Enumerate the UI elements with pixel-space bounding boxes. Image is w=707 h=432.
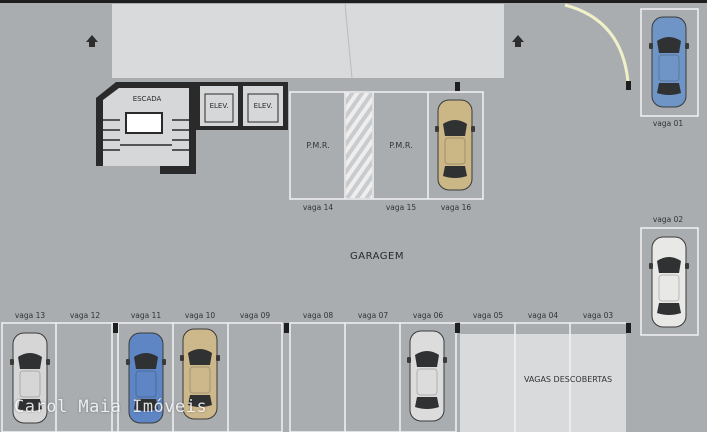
driveway-curve	[564, 3, 630, 83]
elevator-door	[247, 93, 279, 123]
car-icon	[649, 16, 689, 108]
ramp-area	[112, 4, 504, 78]
cars-layer	[10, 16, 689, 424]
posts-bottom	[113, 323, 631, 333]
slot-label: vaga 02	[652, 215, 684, 224]
hatched-aisle	[346, 93, 372, 198]
up-arrow-icon	[512, 35, 524, 47]
slot-label: vaga 11	[130, 311, 162, 320]
stairwell-void	[125, 112, 163, 134]
watermark: Carol Maia Imóveis	[14, 397, 208, 417]
slot-label: vaga 03	[582, 311, 614, 320]
slot-label: vaga 06	[412, 311, 444, 320]
stairs-steps	[103, 119, 189, 151]
slot-label: vaga 15	[385, 203, 417, 212]
uncovered-label: VAGAS DESCOBERTAS	[523, 375, 613, 384]
slot-label: vaga 13	[14, 311, 46, 320]
accessible-spot-label: P.M.R.	[306, 141, 330, 150]
slot-label: vaga 09	[239, 311, 271, 320]
slot-label: vaga 05	[472, 311, 504, 320]
stairs-label: ESCADA	[132, 95, 162, 103]
slot-label: vaga 08	[302, 311, 334, 320]
post	[626, 81, 631, 90]
uncovered-dividers	[460, 322, 626, 432]
up-arrow-icon	[86, 35, 98, 47]
car-icon	[180, 328, 220, 420]
elevator-car	[243, 86, 283, 126]
car-icon	[126, 332, 166, 424]
stalls-bottom	[1, 322, 457, 432]
slot-label: vaga 01	[652, 119, 684, 128]
car-icon	[10, 332, 50, 424]
slot-label: vaga 04	[527, 311, 559, 320]
slot-label: vaga 14	[302, 203, 334, 212]
slot-label: vaga 07	[357, 311, 389, 320]
elevator-label: ELEV.	[253, 102, 273, 110]
uncovered-area	[460, 334, 626, 432]
car-icon	[435, 99, 475, 191]
ramp-divider	[344, 3, 353, 79]
slot-label: vaga 12	[69, 311, 101, 320]
slot-label: vaga 16	[440, 203, 472, 212]
elevator-car	[200, 86, 238, 126]
elevator-label: ELEV.	[209, 102, 229, 110]
car-icon	[407, 330, 447, 422]
top-border	[0, 0, 707, 3]
slot-label: vaga 10	[184, 311, 216, 320]
elevator-door	[204, 93, 234, 123]
stalls-right	[640, 8, 699, 336]
garage-label: GARAGEM	[350, 251, 404, 262]
accessible-spot-label: P.M.R.	[389, 141, 413, 150]
car-icon	[649, 236, 689, 328]
post	[455, 82, 460, 91]
stalls-top	[289, 91, 484, 200]
